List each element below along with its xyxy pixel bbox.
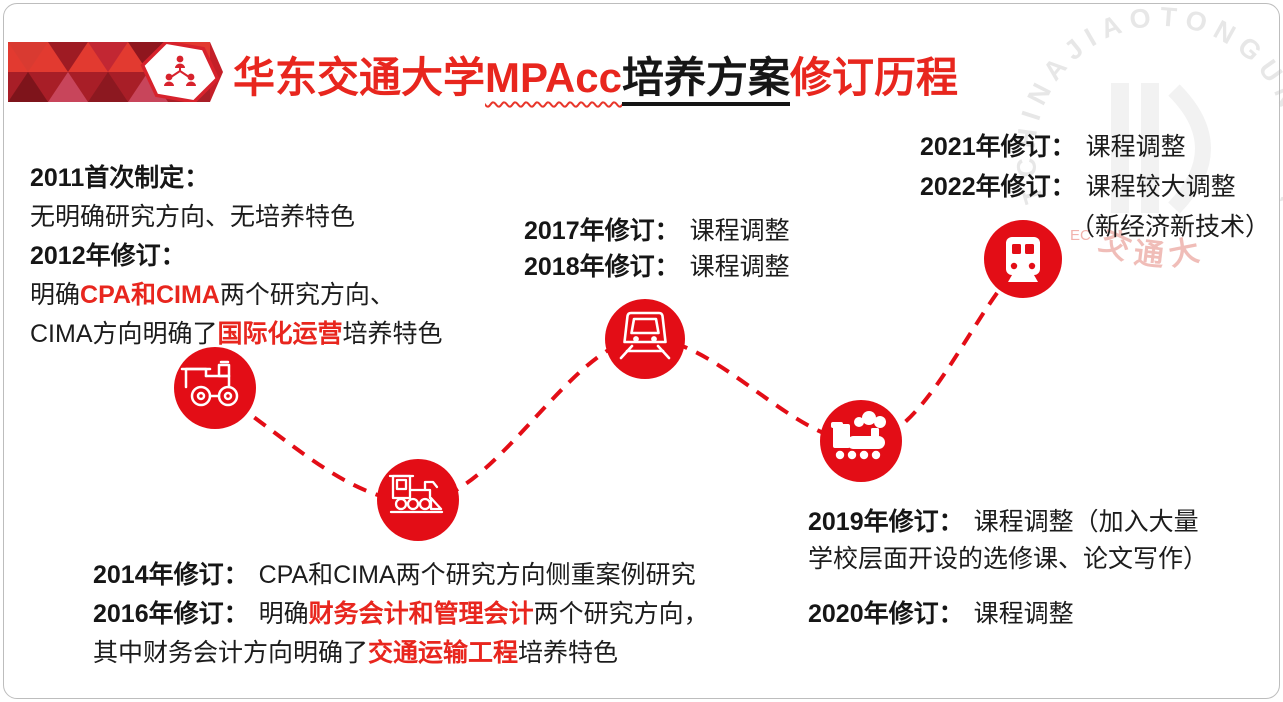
milestone-2 [377, 459, 459, 541]
note-line: 2014年修订：CPA和CIMA两个研究方向侧重案例研究 [93, 561, 696, 589]
seal-inner-small-text: EC [1070, 227, 1091, 244]
metro-train-front-solid-icon [1006, 237, 1040, 282]
note-2019-2020: 2019年修订：课程调整（加入大量 学校层面开设的选修课、论文写作） 2020年… [808, 504, 1208, 633]
note-2011-2012: 2011首次制定： 无明确研究方向、无培养特色 2012年修订： 明确CPA和C… [30, 159, 443, 354]
seal-emblem-shape [1111, 83, 1211, 214]
university-seal-watermark: TCHINAJIAOTONGUNIVERSIT 交 通 大 EC [1002, 0, 1283, 273]
note-2021-2022: 2021年修订：课程调整 2022年修订：课程较大调整 （新经济新技术） [920, 127, 1270, 247]
milestone-5 [984, 220, 1062, 298]
milestone-circle [174, 347, 256, 429]
note-line: 学校层面开设的选修课、论文写作） [808, 545, 1209, 573]
note-line: 2019年修订：课程调整（加入大量 [808, 508, 1199, 536]
milestone-1 [174, 347, 256, 429]
note-line: 2017年修订：课程调整 [524, 217, 790, 245]
milestone-3 [605, 299, 685, 379]
note-line: 2020年修订：课程调整 [808, 600, 1074, 628]
note-2014-2016: 2014年修订：CPA和CIMA两个研究方向侧重案例研究 2016年修订：明确财… [93, 556, 709, 673]
steam-locomotive-outline-icon [180, 360, 239, 407]
note-line: 明确CPA和CIMA两个研究方向、 [30, 281, 395, 309]
note-line: （新经济新技术） [1070, 213, 1271, 241]
milestone-circle [605, 299, 685, 379]
note-line: 其中财务会计方向明确了交通运输工程培养特色 [93, 639, 619, 667]
note-line: 2016年修订：明确财务会计和管理会计两个研究方向， [93, 600, 709, 628]
highspeed-train-front-outline-icon [619, 311, 671, 360]
title-en: MPAcc [485, 54, 622, 101]
timeline-dashed-path [213, 260, 1025, 505]
note-line: 无明确研究方向、无培养特色 [30, 203, 356, 231]
note-2017-2018: 2017年修订：课程调整 2018年修订：课程调整 [524, 213, 790, 285]
milestone-4 [820, 400, 902, 482]
title-banner [8, 42, 223, 102]
hierarchy-people-icon [164, 55, 196, 86]
note-line: 2012年修订： [30, 242, 186, 270]
milestone-circle [377, 459, 459, 541]
title-suffix: 修订历程 [789, 54, 958, 101]
steam-locomotive-solid-icon [831, 411, 886, 460]
note-line: 2011首次制定： [30, 164, 210, 192]
page-title: 华东交通大学MPAcc培养方案修订历程 [233, 44, 958, 106]
steam-locomotive-cowcatcher-outline-icon [388, 474, 444, 514]
note-line: 2021年修订：课程调整 [920, 133, 1186, 161]
banner-tip [210, 42, 223, 102]
note-line: 2022年修订：课程较大调整 [920, 173, 1236, 201]
title-underlined-part: 培养方案 [621, 54, 790, 106]
note-line: 2018年修订：课程调整 [524, 253, 790, 281]
title-cn-prefix: 华东交通大学 [233, 54, 486, 101]
note-line: CIMA方向明确了国际化运营培养特色 [30, 320, 443, 348]
